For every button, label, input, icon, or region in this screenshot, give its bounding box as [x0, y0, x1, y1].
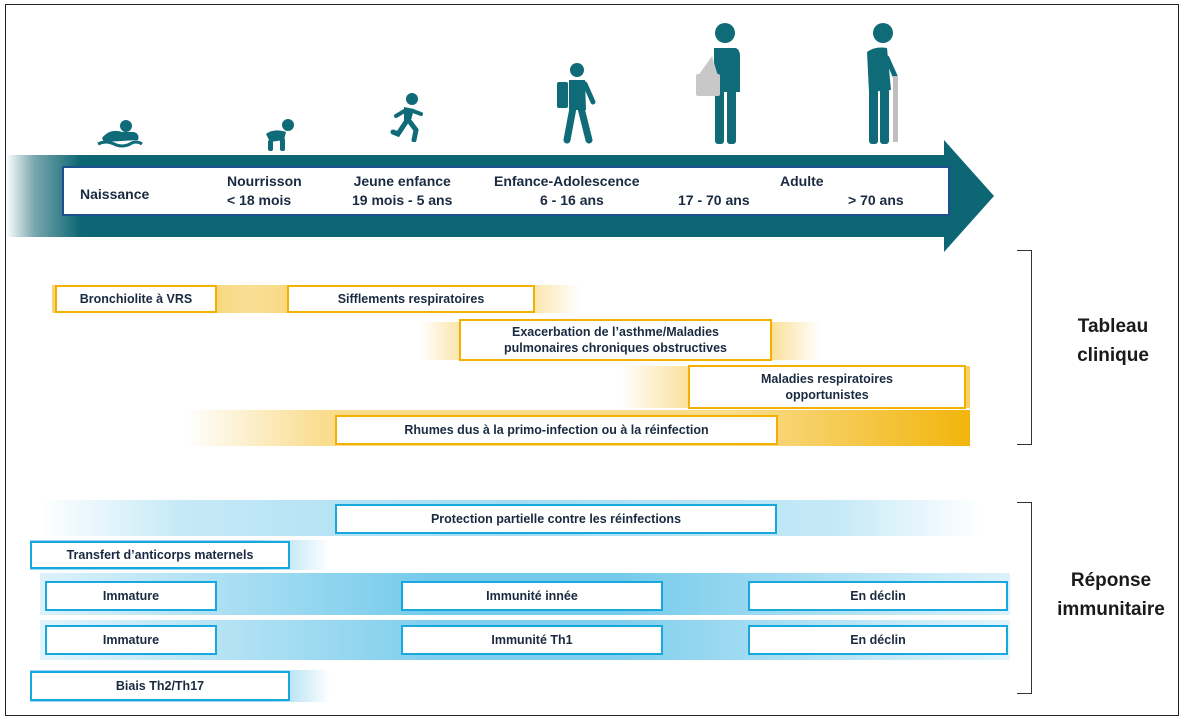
stage-enfance-adolescence-title: Enfance-Adolescence	[494, 173, 640, 189]
stage-enfance-adolescence: Enfance-Adolescence 6 - 16 ans	[494, 172, 640, 210]
newborn-icon	[97, 120, 143, 148]
immunite-innee-immature-box: Immature	[45, 581, 217, 611]
immunite-innee-box: Immunité innée	[401, 581, 663, 611]
immunite-th1-declin-box: En déclin	[748, 625, 1008, 655]
stage-naissance: Naissance	[80, 186, 150, 202]
adult-with-bag-icon	[696, 23, 740, 144]
figure-frame	[5, 4, 1179, 716]
stage-nourrisson-range: < 18 mois	[227, 192, 292, 208]
clinical-bracket	[1017, 250, 1032, 445]
biais-th2-th17-box: Biais Th2/Th17	[30, 671, 290, 701]
exacerbation-line-2: pulmonaires chroniques obstructives	[504, 341, 727, 355]
stage-nourrisson-title: Nourrisson	[227, 173, 302, 189]
crawling-baby-icon	[266, 119, 294, 151]
anticorps-maternels-box: Transfert d’anticorps maternels	[30, 541, 290, 569]
rhumes-box: Rhumes dus à la primo-infection ou à la …	[335, 415, 778, 445]
clinical-heading-line-1: Tableau	[1077, 316, 1149, 337]
schoolchild-icon	[557, 63, 596, 144]
stage-jeune-enfance-title: Jeune enfance	[353, 173, 451, 189]
immune-bracket	[1017, 502, 1032, 694]
stage-jeune-enfance: Jeune enfance 19 mois - 5 ans	[352, 172, 452, 210]
elderly-with-cane-icon	[867, 23, 898, 144]
sifflements-box: Sifflements respiratoires	[287, 285, 535, 313]
maladies-opportunistes-box: Maladies respiratoires opportunistes	[688, 365, 966, 409]
stage-nourrisson: Nourrisson < 18 mois	[227, 172, 302, 210]
maladies-opportunistes-line-2: opportunistes	[785, 388, 869, 402]
immune-heading: Réponse immunitaire	[1036, 566, 1186, 624]
stage-enfance-adolescence-range: 6 - 16 ans	[540, 192, 604, 208]
exacerbation-line-1: Exacerbation de l’asthme/Maladies	[511, 325, 720, 339]
timeline-stage-box	[62, 166, 950, 216]
immune-heading-line-1: Réponse	[1070, 570, 1152, 591]
immunite-th1-box: Immunité Th1	[401, 625, 663, 655]
immunite-innee-declin-box: En déclin	[748, 581, 1008, 611]
stage-adulte-range-b: > 70 ans	[848, 192, 904, 208]
running-child-icon	[390, 93, 423, 142]
maladies-opportunistes-line-1: Maladies respiratoires	[760, 372, 893, 386]
stage-adulte-title: Adulte	[780, 173, 824, 189]
bronchiolite-box: Bronchiolite à VRS	[55, 285, 217, 313]
protection-partielle-box: Protection partielle contre les réinfect…	[335, 504, 777, 534]
immune-heading-line-2: immunitaire	[1057, 599, 1165, 620]
timeline-arrowhead	[944, 140, 994, 252]
stage-jeune-enfance-range: 19 mois - 5 ans	[352, 192, 453, 208]
clinical-heading: Tableau clinique	[1048, 312, 1178, 370]
exacerbation-box: Exacerbation de l’asthme/Maladies pulmon…	[459, 319, 772, 361]
immunite-th1-immature-box: Immature	[45, 625, 217, 655]
clinical-heading-line-2: clinique	[1077, 345, 1149, 366]
stage-adulte-range-a: 17 - 70 ans	[678, 192, 750, 208]
